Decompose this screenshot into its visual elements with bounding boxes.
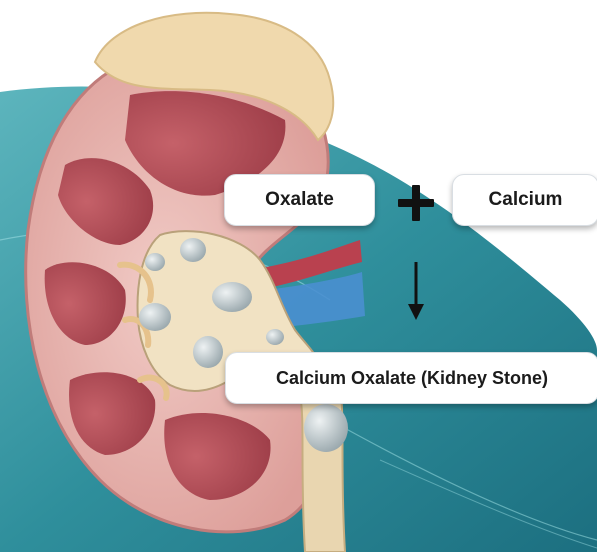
plus-icon bbox=[398, 185, 434, 221]
oxalate-label: Oxalate bbox=[224, 174, 375, 226]
calcium-oxalate-label: Calcium Oxalate (Kidney Stone) bbox=[225, 352, 597, 404]
arrow-down-icon bbox=[404, 262, 428, 322]
calcium-label: Calcium bbox=[452, 174, 597, 226]
